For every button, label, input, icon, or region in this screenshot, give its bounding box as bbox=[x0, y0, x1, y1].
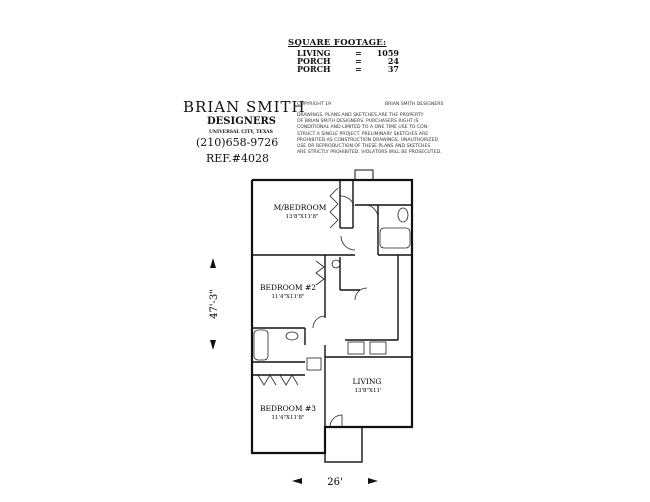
room-size-master: 13'8"X11'8" bbox=[286, 214, 319, 220]
room-name-bedroom-3: BEDROOM #3 bbox=[260, 404, 316, 413]
copyright-owner: BRIAN SMITH DESIGNERS bbox=[385, 102, 444, 107]
room-size-bedroom-3: 11'4"X11'8" bbox=[272, 415, 305, 421]
legal-line: PROHIBITED AS CONSTRUCTION DRAWINGS. UNA… bbox=[297, 137, 439, 143]
arrow-left-icon bbox=[292, 478, 302, 484]
sqft-value: 1059 bbox=[376, 48, 399, 58]
sqft-eq: = bbox=[355, 56, 362, 66]
sqft-row-living: LIVING = 1059 bbox=[297, 48, 417, 58]
designer-subtitle: DESIGNERS bbox=[207, 116, 277, 127]
designer-name: BRIAN SMITH bbox=[183, 98, 306, 116]
legal-line: STRUCT A SINGLE PROJECT. PRELIMINARY SKE… bbox=[297, 131, 429, 137]
designer-city: UNIVERSAL CITY, TEXAS bbox=[209, 130, 273, 135]
legal-line: ARE STRICTLY PROHIBITED. VIOLATORS WILL … bbox=[297, 150, 442, 156]
square-footage-title: SQUARE FOOTAGE: bbox=[288, 38, 387, 48]
depth-dimension: 47'-3" bbox=[209, 289, 220, 319]
room-size-bedroom-2: 11'4"X11'8" bbox=[272, 294, 305, 300]
arrow-up-icon bbox=[210, 258, 216, 268]
sqft-value: 37 bbox=[387, 64, 399, 74]
copyright-label: COPYRIGHT 19 bbox=[297, 102, 331, 107]
width-dimension: 26' bbox=[327, 477, 342, 488]
sqft-label: PORCH bbox=[297, 64, 331, 74]
room-name-living: LIVING bbox=[353, 377, 382, 386]
arrow-right-icon bbox=[368, 478, 378, 484]
dimension-arrows bbox=[210, 258, 378, 484]
sqft-eq: = bbox=[355, 48, 362, 58]
copyright-line: COPYRIGHT 19 BRIAN SMITH DESIGNERS bbox=[297, 102, 455, 108]
room-size-living: 13'8"X11' bbox=[355, 388, 382, 394]
fixtures bbox=[253, 187, 411, 428]
sqft-label: PORCH bbox=[297, 56, 331, 66]
room-name-bedroom-2: BEDROOM #2 bbox=[260, 283, 316, 292]
legal-line: DRAWINGS, PLANS AND SKETCHES ARE THE PRO… bbox=[297, 113, 424, 118]
sqft-value: 24 bbox=[387, 56, 399, 66]
sqft-row-porch: PORCH = 24 bbox=[297, 56, 417, 66]
designer-phone: (210)658-9726 bbox=[196, 136, 279, 149]
legal-line: CONDITIONAL AND LIMITED TO A ONE TIME US… bbox=[297, 125, 429, 131]
sqft-row-porch-2: PORCH = 37 bbox=[297, 64, 417, 74]
legal-line: OF BRIAN SMITH DESIGNERS. PURCHASERS RIG… bbox=[297, 119, 419, 125]
sqft-eq: = bbox=[355, 64, 362, 74]
legal-line: USE OR REPRODUCTION OF THESE PLANS AND S… bbox=[297, 144, 431, 150]
arrow-down-icon bbox=[210, 340, 216, 350]
sqft-label: LIVING bbox=[297, 48, 331, 58]
plan-reference: REF.#4028 bbox=[206, 152, 269, 165]
legal-notice: DRAWINGS, PLANS AND SKETCHES ARE THE PRO… bbox=[297, 113, 441, 156]
room-name-master: M/BEDROOM bbox=[274, 203, 327, 212]
